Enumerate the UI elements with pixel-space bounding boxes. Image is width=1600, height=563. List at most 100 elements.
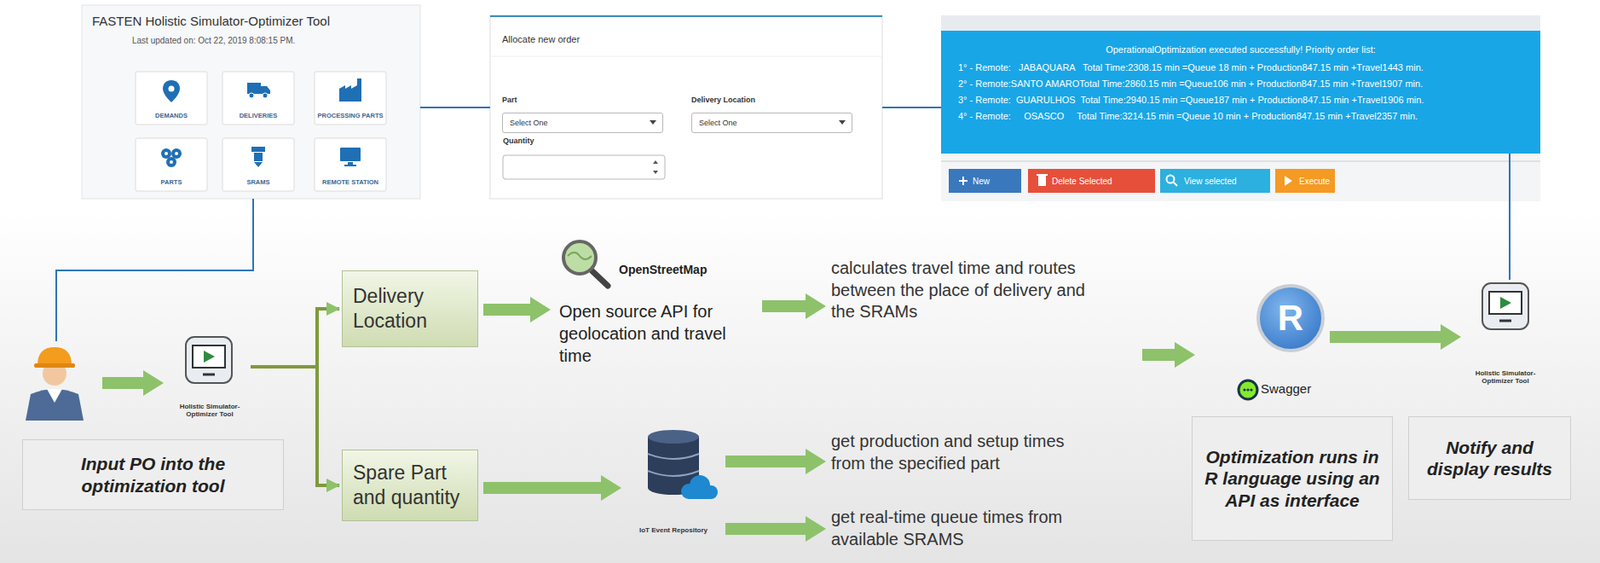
caption-box: Input PO into the optimization tool [22,438,284,510]
node-text: REMOTE STATION [322,179,379,187]
input-box: Spare Part and quantity [341,449,479,521]
monitor-icon [340,147,361,162]
tool-icon-play [203,350,215,363]
button-frame [1160,168,1271,193]
step-text: get production and setup times from the … [831,430,1096,487]
tile-frame [135,71,208,125]
panel-top-strip [941,15,1541,31]
node-text: Part [502,95,518,104]
node-text: calculates travel time and routes betwee… [831,257,1087,324]
node-text: New [972,176,990,186]
menu-tile: SRAMS [222,138,295,191]
panel-frame [490,15,883,199]
node-text: Delete Selected [1051,176,1113,186]
node-text: PROCESSING PARTS [317,112,384,121]
swagger-circle [1238,380,1258,399]
node-text: SRAMS [246,179,270,187]
node-text: Delivery Location [352,283,468,334]
tool-icon [185,336,232,383]
node-text: get real-time queue times from available… [831,506,1096,550]
hard-hat [34,363,76,368]
spinner-arrows [652,160,659,174]
panel-separator [490,56,882,58]
tile-frame [222,71,295,125]
trash-icon [1038,175,1046,186]
database-ring [647,453,699,476]
node-text: OpenStreetMap [618,262,754,277]
play-icon [1284,175,1293,186]
node-text: 1° - Remote: JABAQUARA Total Time:2308.1… [958,62,1424,73]
swagger-dot [1246,387,1249,391]
pin-icon [168,86,175,93]
node-text: Delivery Location [691,95,756,104]
monitor-icon [347,161,353,165]
parts-icon [174,151,179,156]
node-text: Allocate new order [502,34,580,45]
button-frame [1275,168,1335,193]
node-text: 4° - Remote: OSASCO Total Time:3214.15 m… [958,110,1418,122]
api-node: OpenStreetMapOpen source API for geoloca… [555,238,757,393]
tile-frame [314,71,387,125]
node-text: Quantity [502,136,535,145]
repository-node: IoT Event Repository [626,426,721,536]
input-box: Delivery Location [341,270,479,347]
dropdown-caret [838,120,846,125]
node-text: Last updated on: Oct 22, 2019 8:08:15 PM… [132,35,295,46]
node-text: Spare Part and quantity [352,460,468,510]
srams-icon [251,146,266,152]
tile-frame [222,138,295,191]
logo-label: Swagger [1260,381,1312,396]
node-text: Holistic Simulator-Optimizer Tool [170,402,249,418]
button-frame [1028,168,1156,193]
tile-frame [135,138,208,191]
menu-tile: DELIVERIES [222,71,295,125]
tool-icon-play [1500,296,1512,309]
node-text: DELIVERIES [239,112,278,121]
connector-line [1508,153,1511,280]
action-button: New [948,168,1022,193]
node-text: FASTEN Holistic Simulator-Optimizer Tool [92,13,330,29]
magnifier-icon [1172,181,1178,186]
tool-icon [1482,283,1529,330]
node-text: get production and setup times from the … [831,430,1096,474]
flow-arrow [102,369,164,396]
node-text: Select One [509,118,656,128]
tool-icon-node: Holistic Simulator-Optimizer Tool [1466,279,1545,387]
trash-icon [1036,173,1048,176]
button-frame [948,168,1022,193]
node-text: PARTS [161,179,183,187]
worker-figure [25,346,84,421]
action-button: Execute [1275,168,1335,193]
screenshot-panel: FASTEN Holistic Simulator-Optimizer Tool… [81,5,421,199]
node-text: DEMANDS [155,112,188,121]
srams-icon [254,152,263,162]
node-text: Notify and display results [1419,436,1560,480]
truck-icon [247,82,261,94]
flow-arrow [483,474,622,501]
worker-body [25,388,84,421]
node-text: Optimization runs in R language using an… [1202,445,1382,511]
menu-tile: PROCESSING PARTS [314,71,387,125]
panel-top-border [490,15,883,18]
link-line [56,198,254,341]
action-button: Delete Selected [1028,168,1156,193]
menu-tile: PARTS [135,138,208,191]
swagger-dot [1242,387,1246,391]
parts-icon [169,160,174,164]
parts-icon [164,151,168,156]
caption-box: Notify and display results [1408,415,1572,500]
cloud-icon [688,490,711,499]
tool-icon-screen [192,345,226,368]
caption-box: Optimization runs in R language using an… [1191,415,1393,541]
step-text: calculates travel time and routes betwee… [831,257,1087,341]
openstreetmap-logo [563,241,608,286]
parts-icon [161,148,172,159]
menu-tile: REMOTE STATION [314,138,387,191]
flow-arrow [725,515,826,542]
truck-icon [248,92,255,99]
flow-arrow [1329,323,1462,350]
node-text: Execute [1299,176,1330,186]
node-text: View selected [1184,176,1237,186]
node-text: Open source API for geolocation and trav… [559,300,754,367]
node-text: IoT Event Repository [639,525,708,534]
